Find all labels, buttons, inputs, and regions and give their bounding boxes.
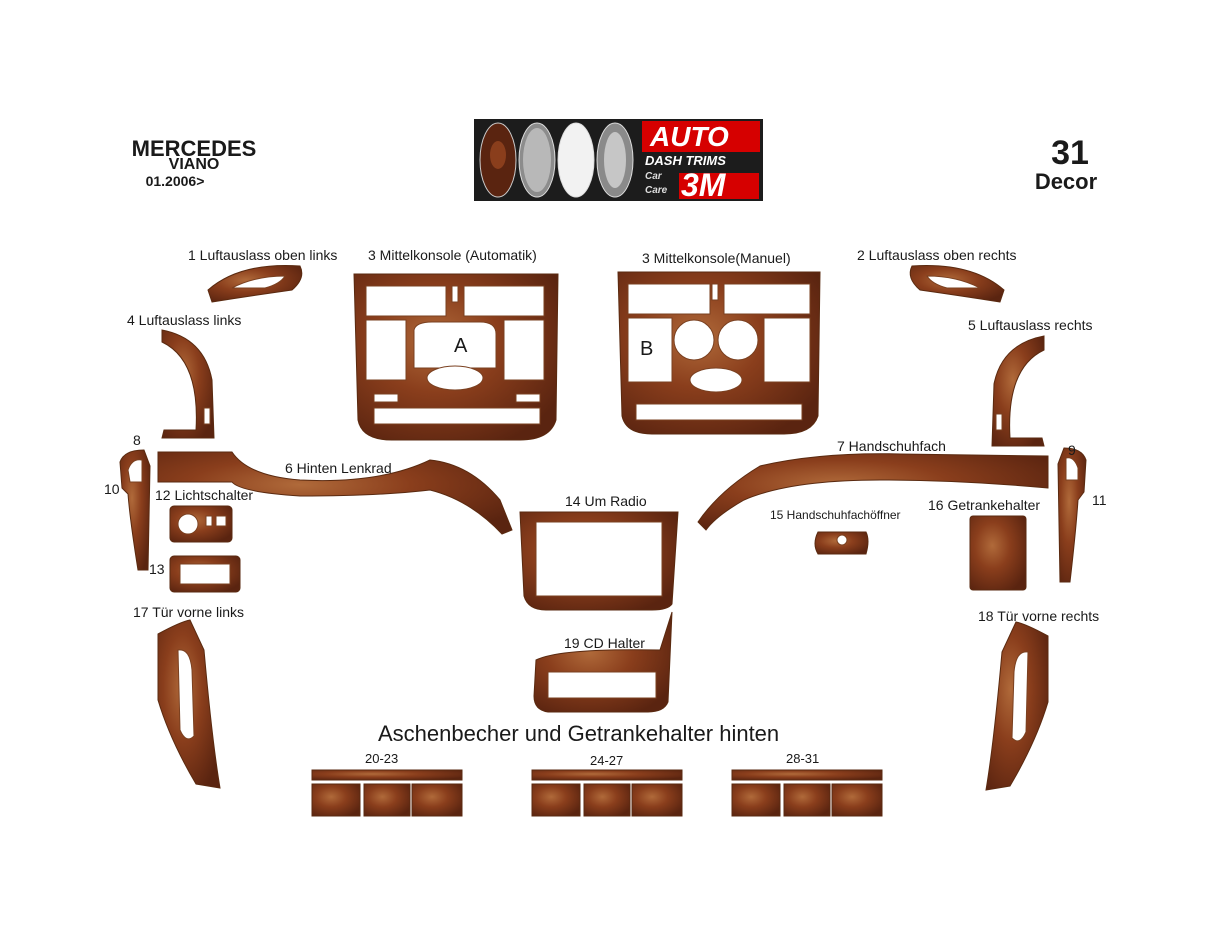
- logo-dash-trims: DASH TRIMS: [645, 153, 726, 168]
- label-part-3-manual: 3 Mittelkonsole(Manuel): [642, 250, 791, 266]
- logo-3m: 3M: [681, 167, 726, 201]
- label-group-20-23: 20-23: [365, 751, 399, 766]
- part-7-glove-box: [697, 453, 1049, 531]
- part-group-20-23: [311, 769, 463, 817]
- make-label: MERCEDES: [131, 136, 257, 161]
- logo-care: Care: [645, 185, 668, 196]
- part-9-11-right-pillar: [1057, 447, 1087, 583]
- model-label: VIANO: [168, 156, 220, 173]
- label-part-14: 14 Um Radio: [565, 493, 647, 509]
- part-5-vent-right: [991, 335, 1045, 447]
- part-3-console-manual: [617, 271, 821, 435]
- label-part-10: 10: [104, 481, 120, 497]
- label-part-19: 19 CD Halter: [564, 635, 645, 651]
- part-16-cup-holder: [969, 515, 1027, 591]
- part-6-behind-steering-wheel: [157, 451, 513, 535]
- label-part-4: 4 Luftauslass links: [127, 312, 242, 328]
- label-group-24-27: 24-27: [590, 753, 624, 768]
- label-part-18: 18 Tür vorne rechts: [978, 608, 1100, 624]
- label-part-16: 16 Getrankehalter: [928, 497, 1041, 513]
- part-13-small-frame: [169, 555, 241, 593]
- label-part-12: 12 Lichtschalter: [155, 487, 254, 503]
- part-15-glove-box-opener: [814, 531, 869, 555]
- part-8-10-left-pillar: [119, 449, 151, 571]
- logo-samples: [479, 121, 760, 199]
- brand-logo: AUTO DASH TRIMS Car Care 3M: [474, 119, 763, 201]
- label-part-15: 15 Handschuhfachöffner: [770, 508, 901, 522]
- part-group-24-27: [531, 769, 683, 817]
- label-part-1: 1 Luftauslass oben links: [188, 247, 338, 263]
- label-part-8: 8: [133, 432, 141, 448]
- part-17-door-front-left: [157, 619, 221, 789]
- part-group-28-31: [731, 769, 883, 817]
- logo-auto: AUTO: [650, 121, 729, 152]
- part-12-light-switch: [169, 505, 233, 543]
- label-part-9: 9: [1068, 442, 1076, 458]
- label-part-3-automatic: 3 Mittelkonsole (Automatik): [368, 247, 537, 263]
- label-part-11: 11: [1092, 492, 1107, 508]
- label-part-13: 13: [149, 561, 165, 577]
- label-part-17: 17 Tür vorne links: [133, 604, 245, 620]
- piece-count: 31: [1051, 134, 1089, 172]
- label-part-7: 7 Handschuhfach: [837, 438, 946, 454]
- label-part-2: 2 Luftauslass oben rechts: [857, 247, 1017, 263]
- part-14-around-radio: [519, 511, 679, 611]
- label-variant-a: A: [454, 335, 468, 357]
- date-label: 01.2006>: [145, 173, 205, 189]
- part-18-door-front-right: [985, 621, 1049, 791]
- part-3-console-automatic: [353, 273, 559, 441]
- label-variant-b: B: [640, 338, 654, 360]
- part-19-cd-holder: [533, 611, 673, 713]
- part-1-vent-top-left: [207, 265, 303, 303]
- part-2-vent-top-right: [909, 265, 1005, 303]
- label-group-28-31: 28-31: [786, 751, 820, 766]
- label-part-6: 6 Hinten Lenkrad: [285, 460, 392, 476]
- part-4-vent-left: [161, 329, 215, 439]
- kit-name: Decor: [1034, 169, 1098, 194]
- logo-car: Car: [645, 171, 662, 182]
- label-part-5: 5 Luftauslass rechts: [968, 317, 1093, 333]
- label-rear-title: Aschenbecher und Getrankehalter hinten: [378, 721, 780, 746]
